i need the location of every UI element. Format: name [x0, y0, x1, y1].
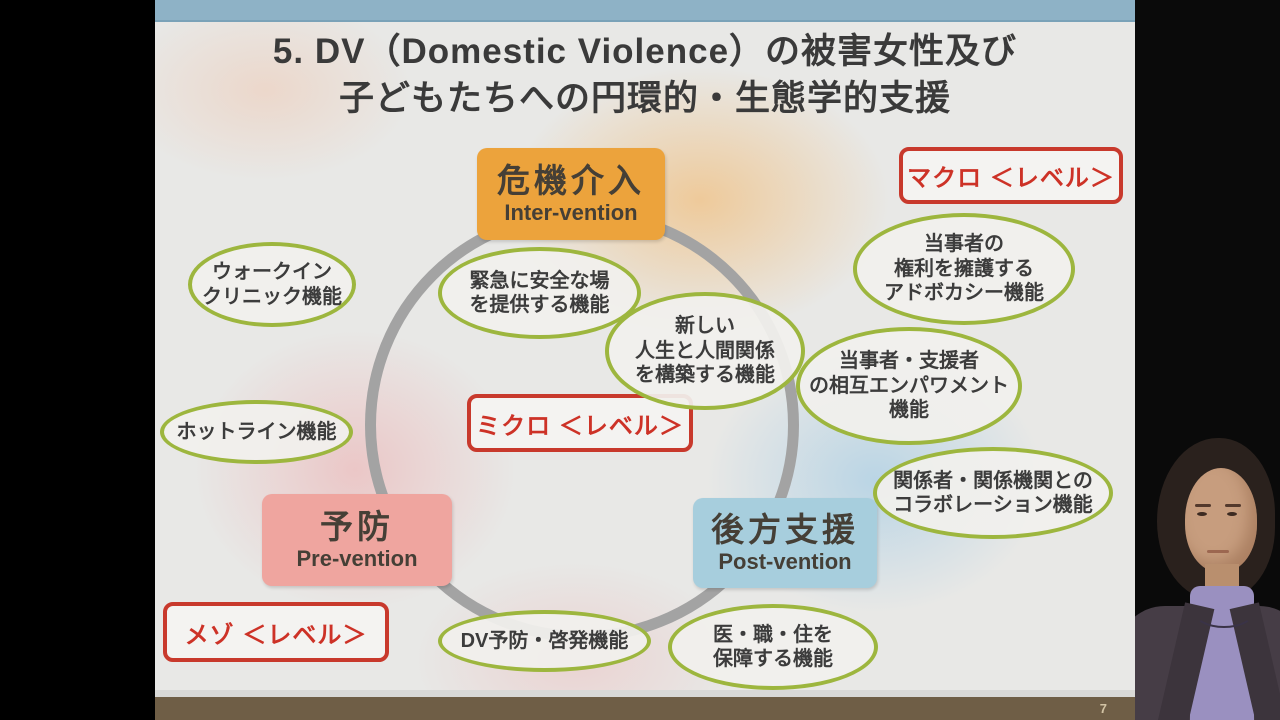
function-dv-prevention-awareness: DV予防・啓発機能	[438, 610, 651, 672]
node-prevention: 予防 Pre-vention	[262, 494, 452, 586]
presenter-eye-left	[1197, 512, 1207, 516]
function-mutual-empowerment: 当事者・支援者 の相互エンパワメント 機能	[796, 327, 1022, 445]
function-emergency-safe-place-label: 緊急に安全な場 を提供する機能	[469, 269, 610, 316]
function-walkin-clinic-label: ウォークイン クリニック機能	[202, 261, 342, 308]
function-advocacy: 当事者の 権利を擁護する アドボカシー機能	[853, 213, 1075, 325]
presenter-eyebrow-right	[1225, 504, 1241, 507]
node-prevention-jp: 予防	[320, 507, 394, 545]
function-dv-prevention-awareness-label: DV予防・啓発機能	[460, 629, 629, 652]
function-collaboration: 関係者・関係機関との コラボレーション機能	[873, 447, 1113, 539]
page-number: 7	[1099, 701, 1107, 716]
letterbox-left	[0, 0, 155, 720]
node-postvention-en: Post-vention	[718, 548, 852, 574]
function-medical-job-housing-label: 医・職・住を 保障する機能	[713, 623, 833, 670]
function-advocacy-label: 当事者の 権利を擁護する アドボカシー機能	[884, 233, 1044, 305]
node-postvention-jp: 後方支援	[711, 510, 859, 548]
function-walkin-clinic: ウォークイン クリニック機能	[188, 242, 356, 327]
function-hotline: ホットライン機能	[160, 400, 353, 464]
presenter-face	[1185, 468, 1257, 572]
presenter-video	[1135, 0, 1280, 720]
function-new-life-building-label: 新しい 人生と人間関係 を構築する機能	[635, 315, 775, 387]
function-medical-job-housing: 医・職・住を 保障する機能	[668, 604, 878, 690]
node-intervention-en: Inter-vention	[504, 199, 638, 225]
presenter-eye-right	[1227, 512, 1237, 516]
function-hotline-label: ホットライン機能	[176, 420, 337, 443]
presentation-slide: 5. DV（Domestic Violence）の被害女性及び 子どもたちへの円…	[155, 0, 1135, 720]
slide-bottom-strip	[155, 690, 1135, 697]
function-mutual-empowerment-label: 当事者・支援者 の相互エンパワメント 機能	[809, 350, 1009, 422]
presenter-eyebrow-left	[1195, 504, 1211, 507]
level-meso-label: メゾ ＜レベル＞	[163, 602, 389, 662]
function-emergency-safe-place: 緊急に安全な場 を提供する機能	[438, 247, 641, 339]
slide-title-line1: 5. DV（Domestic Violence）の被害女性及び	[272, 32, 1018, 71]
function-collaboration-label: 関係者・関係機関との コラボレーション機能	[893, 469, 1093, 516]
level-macro-label: マクロ ＜レベル＞	[899, 147, 1123, 204]
presenter-necklace	[1193, 594, 1255, 628]
node-prevention-en: Pre-vention	[296, 545, 418, 571]
presenter-mouth	[1207, 550, 1229, 553]
node-postvention: 後方支援 Post-vention	[693, 498, 877, 588]
slide-footer-bar: 7	[155, 697, 1135, 720]
presenter-figure	[1135, 428, 1280, 720]
node-intervention-jp: 危機介入	[497, 161, 645, 199]
slide-title: 5. DV（Domestic Violence）の被害女性及び 子どもたちへの円…	[155, 28, 1135, 122]
node-intervention: 危機介入 Inter-vention	[477, 148, 665, 240]
function-new-life-building: 新しい 人生と人間関係 を構築する機能	[605, 292, 805, 410]
slide-top-strip	[155, 0, 1135, 22]
level-micro-label: ミクロ ＜レベル＞	[467, 394, 693, 452]
slide-title-line2: 子どもたちへの円環的・生態学的支援	[338, 79, 951, 118]
